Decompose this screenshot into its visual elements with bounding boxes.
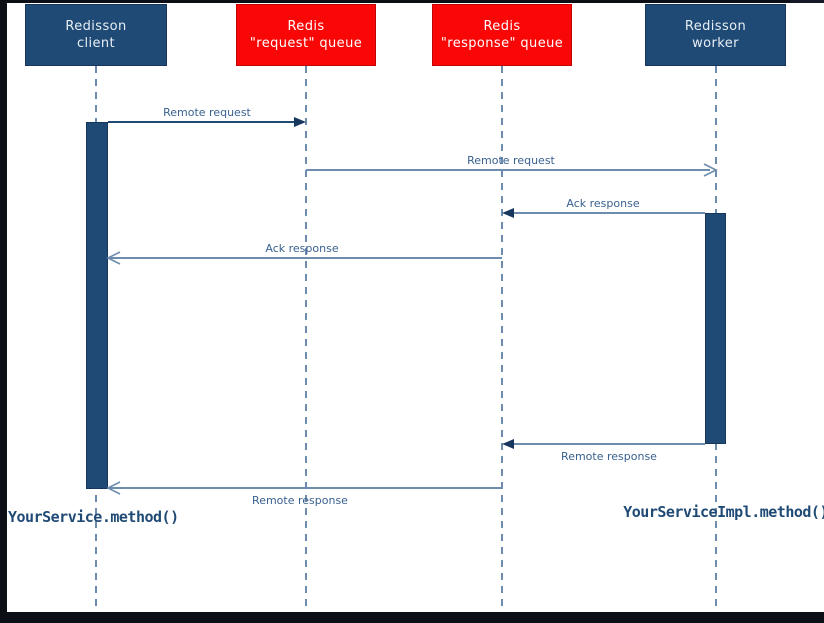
- lifeline-request-queue: [305, 66, 307, 612]
- participant-label: client: [76, 36, 116, 51]
- message-label: Ack response: [566, 197, 640, 210]
- arrowhead-filled-right-icon: [294, 117, 306, 127]
- activation-bar-client: [86, 122, 108, 489]
- lifeline-response-queue: [501, 66, 503, 612]
- arrowhead-open-left-icon: [106, 481, 122, 495]
- participant-label: Redisson: [65, 19, 127, 34]
- arrowhead-open-left-icon: [106, 251, 122, 265]
- participant-label: Redisson: [684, 19, 747, 34]
- message-line: [110, 257, 502, 259]
- message-line: [513, 212, 705, 214]
- participant-label: Redis: [483, 19, 521, 34]
- participant-label: "response" queue: [440, 36, 564, 51]
- message-line: [110, 487, 502, 489]
- arrowhead-filled-left-icon: [502, 439, 514, 449]
- participant-redisson-worker: Redisson worker: [645, 4, 786, 66]
- arrowhead-open-right-icon: [702, 163, 718, 177]
- message-line: [306, 169, 710, 171]
- participant-request-queue: Redis "request" queue: [236, 4, 376, 66]
- message-line: [108, 121, 295, 123]
- message-line: [513, 443, 705, 445]
- participant-label: Redis: [287, 19, 325, 34]
- participant-response-queue: Redis "response" queue: [432, 4, 572, 66]
- arrowhead-filled-left-icon: [502, 208, 514, 218]
- message-label: Remote request: [467, 154, 555, 167]
- annotation-your-service-method: YourService.method(): [8, 508, 179, 526]
- participant-label: worker: [692, 36, 739, 51]
- message-label: Remote response: [561, 450, 657, 463]
- activation-bar-worker: [705, 213, 726, 444]
- message-label: Ack response: [265, 242, 339, 255]
- message-label: Remote response: [252, 494, 348, 507]
- participant-label: "request" queue: [249, 36, 363, 51]
- participant-redisson-client: Redisson client: [25, 4, 167, 66]
- message-label: Remote request: [163, 106, 251, 119]
- annotation-your-service-impl-method: YourServiceImpl.method(): [623, 503, 824, 521]
- sequence-diagram: Redisson client Redis "request" queue Re…: [7, 3, 824, 612]
